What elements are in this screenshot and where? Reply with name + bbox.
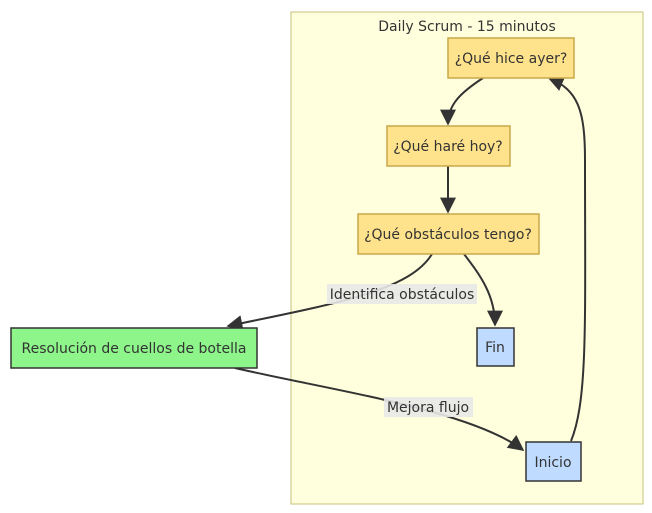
edge-label-bg-mejora — [384, 397, 473, 417]
edge-inicio-to-ayer — [547, 76, 587, 442]
node-label: Resolución de cuellos de botella — [22, 341, 247, 357]
edge-label-bg-identifica — [327, 284, 477, 304]
node-que-obstaculos-tengo[interactable]: ¿Qué obstáculos tengo? — [357, 213, 540, 255]
node-resolucion-cuellos-de-botella[interactable]: Resolución de cuellos de botella — [10, 327, 258, 369]
node-box — [447, 37, 575, 79]
node-que-hare-hoy[interactable]: ¿Qué haré hoy? — [386, 125, 511, 167]
cluster-title: Daily Scrum - 15 minutos — [378, 19, 556, 35]
edge-labels: Identifica obstáculos Mejora flujo — [327, 284, 477, 417]
node-box — [10, 327, 258, 369]
node-fin[interactable]: Fin — [476, 327, 515, 367]
edge-label-mejora: Mejora flujo — [387, 400, 469, 416]
node-box — [476, 327, 515, 367]
node-inicio[interactable]: Inicio — [525, 441, 582, 482]
node-label: Inicio — [534, 455, 571, 471]
edge-ayer-to-hoy — [440, 77, 484, 126]
node-box — [525, 441, 582, 482]
node-label: ¿Qué obstáculos tengo? — [364, 227, 532, 243]
nodes: ¿Qué hice ayer? ¿Qué haré hoy? ¿Qué obst… — [10, 37, 582, 482]
node-label: ¿Qué haré hoy? — [393, 139, 503, 155]
node-que-hice-ayer[interactable]: ¿Qué hice ayer? — [447, 37, 575, 79]
edge-obstaculos-to-fin — [463, 253, 503, 327]
node-box — [386, 125, 511, 167]
node-label: Fin — [485, 340, 505, 356]
node-label: ¿Qué hice ayer? — [455, 51, 568, 67]
edge-label-identifica: Identifica obstáculos — [330, 287, 475, 303]
node-box — [357, 213, 540, 255]
